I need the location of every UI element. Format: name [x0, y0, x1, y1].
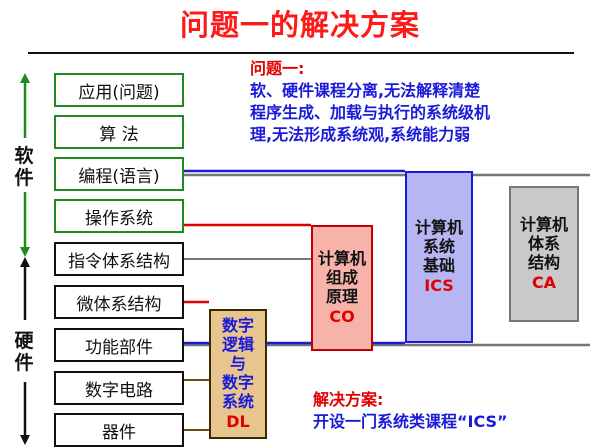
course-dl-abbr: DL [226, 412, 250, 431]
course-ics-name: 计算机 [414, 218, 463, 237]
course-ca-name: 计算机 [519, 215, 568, 234]
layer-digital-circuits: 数字电路 [54, 371, 184, 405]
problem-line: 程序生成、加载与执行的系统级机 [250, 103, 491, 122]
software-label: 软件 [14, 145, 34, 189]
page-title: 问题一的解决方案 [179, 8, 420, 42]
layer-devices: 器件 [54, 413, 184, 447]
solution-note: 解决方案: 开设一门系统类课程“ICS” [313, 389, 508, 433]
course-co-box: 计算机 组成 原理 CO [311, 225, 373, 351]
problem-line: 理,无法形成系统观,系统能力弱 [250, 125, 471, 144]
title-divider [28, 52, 574, 54]
course-dl-box: 数字 逻辑 与 数字 系统 DL [209, 309, 267, 439]
layer-isa: 指令体系结构 [54, 242, 184, 276]
course-ics-abbr: ICS [424, 276, 454, 295]
layer-algorithm: 算 法 [54, 115, 184, 149]
course-ca-abbr: CA [531, 273, 557, 292]
layer-programming: 编程(语言) [54, 157, 184, 191]
layer-application: 应用(问题) [54, 73, 184, 107]
course-ics-box: 计算机 系统 基础 ICS [405, 171, 473, 343]
problem-note: 问题一: 软、硬件课程分离,无法解释清楚 程序生成、加载与执行的系统级机 理,无… [250, 58, 490, 146]
hardware-label: 硬件 [14, 330, 34, 374]
solution-text: 开设一门系统类课程“ICS” [313, 412, 508, 431]
problem-line: 软、硬件课程分离,无法解释清楚 [250, 81, 481, 100]
course-co-name: 计算机 [317, 249, 366, 268]
solution-heading: 解决方案: [313, 390, 384, 409]
layer-functional-units: 功能部件 [54, 328, 184, 362]
course-dl-name: 数字 [221, 316, 254, 335]
layer-operating-system: 操作系统 [54, 199, 184, 233]
course-co-abbr: CO [329, 307, 355, 326]
layer-microarchitecture: 微体系结构 [54, 285, 184, 319]
course-ca-box: 计算机 体系 结构 CA [509, 186, 579, 322]
problem-heading: 问题一: [250, 59, 305, 78]
